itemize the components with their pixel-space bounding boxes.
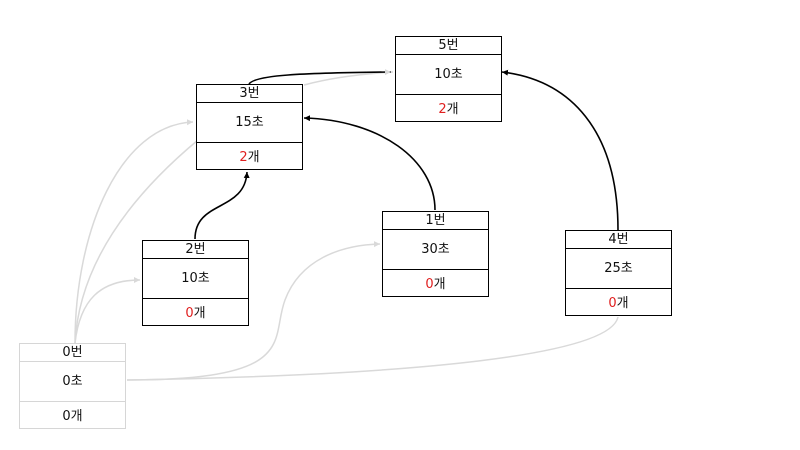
node-4-count-value: 0 — [608, 296, 617, 311]
edge-2-to-3 — [194, 171, 250, 240]
edge-3-to-5 — [248, 69, 392, 85]
node-2: 2번 10초 0개 — [142, 240, 249, 326]
node-2-count-value: 0 — [185, 306, 194, 321]
edge-1-to-3 — [303, 115, 436, 211]
node-4-count: 0개 — [566, 289, 671, 319]
edge-0-to-4 — [126, 316, 619, 381]
node-2-count-unit: 개 — [193, 306, 206, 321]
node-2-count: 0개 — [143, 299, 248, 329]
node-4-count-unit: 개 — [616, 296, 629, 311]
node-1-label: 1번 — [383, 212, 488, 230]
edge-0-to-2 — [74, 277, 141, 344]
node-1: 1번 30초 0개 — [382, 211, 489, 297]
node-2-time: 10초 — [143, 259, 248, 299]
edge-0-to-3-lower — [74, 139, 199, 344]
node-5-count: 2개 — [396, 95, 501, 125]
node-1-count-unit: 개 — [433, 277, 446, 292]
node-5-time: 10초 — [396, 55, 501, 95]
node-3-count: 2개 — [197, 143, 302, 173]
node-1-count: 0개 — [383, 270, 488, 300]
node-0-count-unit: 개 — [70, 409, 83, 424]
node-0-count: 0개 — [20, 402, 125, 431]
edge-0-to-1 — [126, 241, 381, 381]
node-5: 5번 10초 2개 — [395, 36, 502, 122]
node-3: 3번 15초 2개 — [196, 84, 303, 170]
node-0-count-value: 0 — [62, 409, 71, 424]
node-3-count-value: 2 — [239, 150, 248, 165]
node-0-label: 0번 — [20, 344, 125, 362]
edge-4-to-5 — [501, 69, 619, 231]
node-5-count-unit: 개 — [446, 102, 459, 117]
node-4-time: 25초 — [566, 249, 671, 289]
edge-0-to-3-upper — [74, 119, 194, 344]
node-4: 4번 25초 0개 — [565, 230, 672, 316]
node-0-time: 0초 — [20, 362, 125, 402]
node-5-count-value: 2 — [438, 102, 447, 117]
node-1-time: 30초 — [383, 230, 488, 270]
node-4-label: 4번 — [566, 231, 671, 249]
node-5-label: 5번 — [396, 37, 501, 55]
node-3-count-unit: 개 — [247, 150, 260, 165]
node-3-time: 15초 — [197, 103, 302, 143]
node-1-count-value: 0 — [425, 277, 434, 292]
node-3-label: 3번 — [197, 85, 302, 103]
node-0: 0번 0초 0개 — [19, 343, 126, 429]
node-2-label: 2번 — [143, 241, 248, 259]
